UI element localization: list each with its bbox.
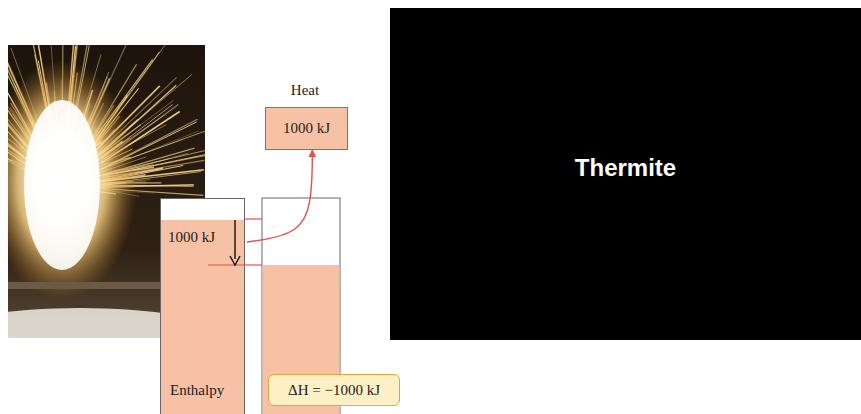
axis-label: Enthalpy [170, 382, 224, 399]
heat-box-body: 1000 kJ [265, 107, 348, 150]
heading-label: Heat [262, 82, 348, 104]
flame-glow [8, 60, 137, 300]
video-title-panel: Thermite [390, 8, 861, 340]
heat-value: 1000 kJ [283, 120, 330, 137]
drop-value: 1000 kJ [168, 229, 215, 246]
level-line [244, 264, 262, 265]
drop-arrow [234, 220, 235, 259]
video-title: Thermite [575, 154, 676, 182]
enthalpy-column: 1000 kJ Enthalpy [160, 198, 245, 414]
delta-h-value: ΔH = −1000 kJ [288, 382, 380, 399]
delta-h-box: ΔH = −1000 kJ [268, 374, 400, 406]
flame-core [24, 100, 100, 270]
level-line [244, 218, 262, 219]
heat-release-arrow [247, 150, 312, 242]
heat-box: Heat 1000 kJ [262, 82, 352, 152]
level-line [208, 264, 245, 265]
drop-arrow-head [230, 256, 240, 265]
